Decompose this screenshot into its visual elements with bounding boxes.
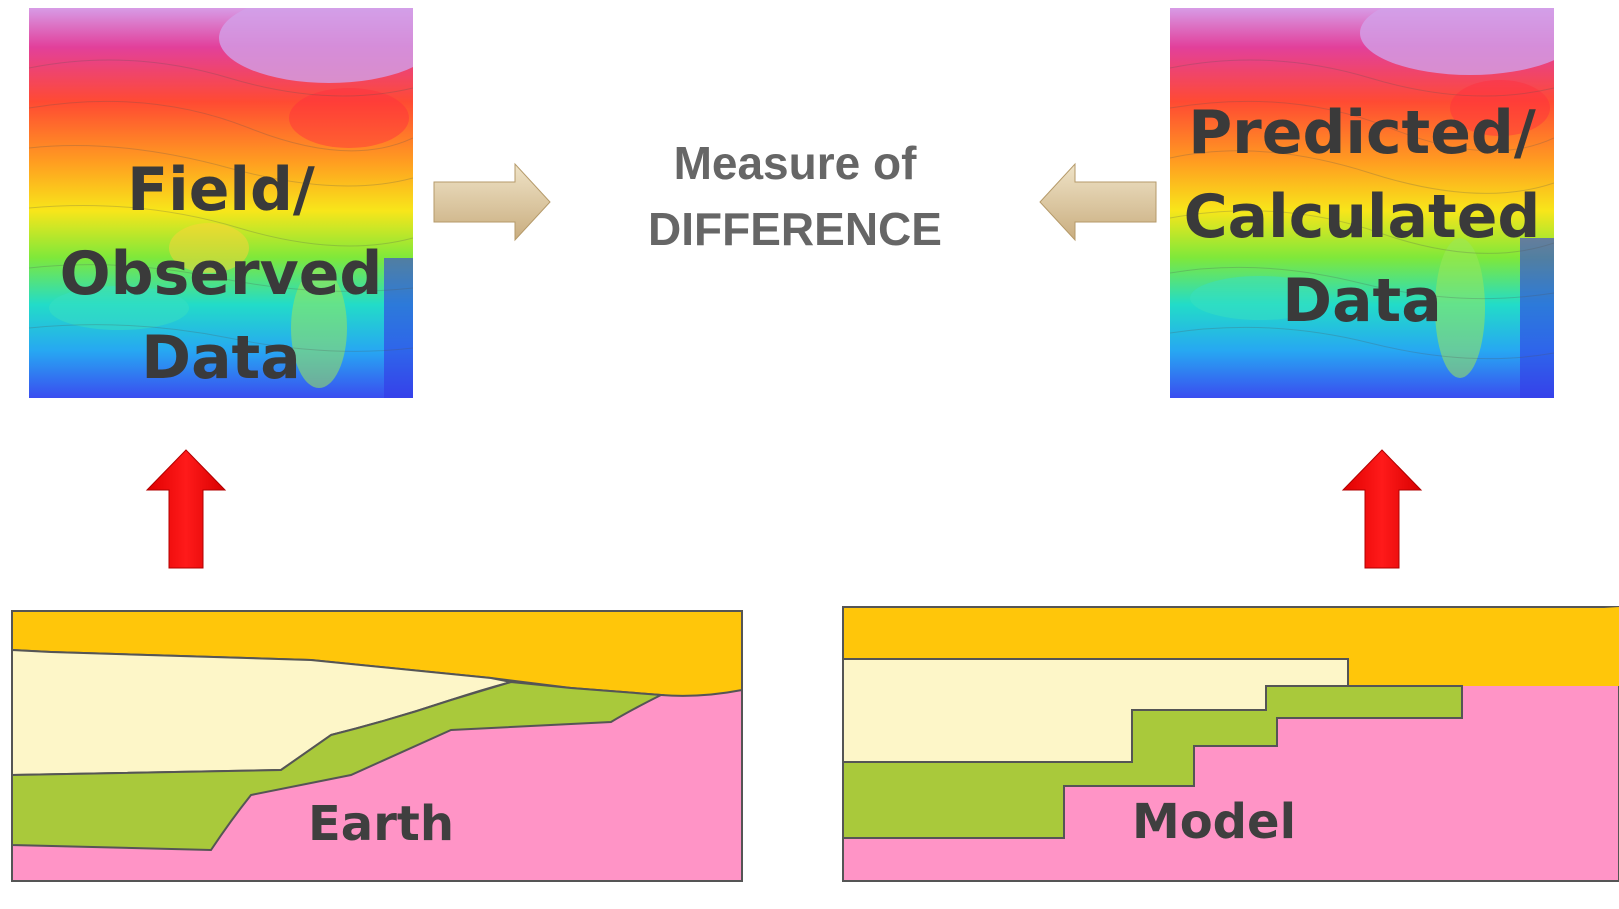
right-arrow-icon: [433, 162, 551, 242]
observed-label-line3: Data: [141, 323, 301, 393]
model-label: Model: [1132, 794, 1296, 850]
difference-text: Measure of DIFFERENCE: [620, 130, 970, 262]
predicted-label: Predicted/ Calculated Data: [1170, 103, 1554, 355]
observed-data-map: Field/ Observed Data: [29, 8, 413, 398]
difference-line1: Measure of: [673, 137, 917, 189]
predicted-label-line3: Data: [1282, 266, 1442, 336]
observed-label-line1: Field/: [127, 155, 315, 225]
difference-line2: DIFFERENCE: [648, 203, 942, 255]
predicted-label-line2: Calculated: [1183, 182, 1541, 252]
red-up-arrow-right-icon: [1341, 449, 1423, 569]
observed-label: Field/ Observed Data: [29, 160, 413, 398]
earth-section: Earth: [11, 610, 743, 882]
observed-map-image: [29, 8, 413, 398]
model-section: Model: [842, 606, 1619, 882]
predicted-data-map: Predicted/ Calculated Data: [1170, 8, 1554, 398]
predicted-map-image: [1170, 8, 1554, 398]
earth-label: Earth: [308, 796, 454, 852]
observed-label-line2: Observed: [59, 239, 383, 309]
model-green-layer: [842, 685, 1463, 839]
left-arrow-icon: [1039, 162, 1157, 242]
red-up-arrow-left-icon: [145, 449, 227, 569]
earth-green-layer: [11, 680, 665, 852]
predicted-label-line1: Predicted/: [1188, 98, 1536, 168]
